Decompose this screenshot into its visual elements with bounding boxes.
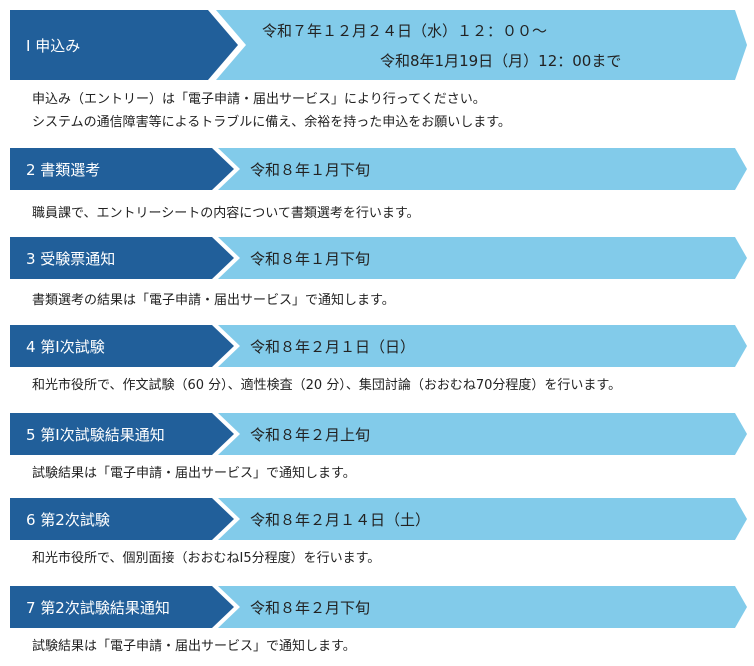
step-6-second-exam: 6 第2次試験 令和８年２月１４日（土） 和光市役所で、個別面接（おおむねⅠ5分… — [10, 498, 747, 570]
step-3-description: 書類選考の結果は「電子申請・届出サービス」で通知します。 — [32, 293, 395, 308]
step-1-application: Ⅰ 申込み 令和７年１２月２４日（水）１２：００～ 令和8年1月19日（月）12… — [10, 10, 747, 134]
step-7-description: 試験結果は「電子申請・届出サービス」で通知します。 — [32, 639, 356, 654]
step-1-description-2: システムの通信障害等によるトラブルに備え、余裕を持った申込をお願いします。 — [32, 115, 511, 130]
step-4-title: 4 第Ⅰ次試験 — [26, 337, 105, 356]
step-5-description: 試験結果は「電子申請・届出サービス」で通知します。 — [32, 466, 356, 481]
step-5-title-arrow — [10, 413, 234, 455]
step-6-title-arrow — [10, 498, 234, 540]
step-3-title: 3 受験票通知 — [26, 249, 116, 268]
step-4-first-exam: 4 第Ⅰ次試験 令和８年２月１日（日） 和光市役所で、作文試験（60 分）、適性… — [10, 325, 747, 397]
step-4-description: 和光市役所で、作文試験（60 分）、適性検査（20 分）、集団討論（おおむね70… — [32, 378, 622, 393]
step-7-title: 7 第2次試験結果通知 — [26, 598, 170, 617]
step-6-description: 和光市役所で、個別面接（おおむねⅠ5分程度）を行います。 — [32, 551, 381, 566]
step-5-title: 5 第Ⅰ次試験結果通知 — [26, 425, 165, 444]
step-1-title: Ⅰ 申込み — [26, 36, 81, 55]
step-4-title-arrow — [10, 325, 234, 367]
step-4-band: 4 第Ⅰ次試験 令和８年２月１日（日） — [10, 325, 747, 367]
step-6-title: 6 第2次試験 — [26, 510, 110, 529]
step-1-title-arrow — [10, 10, 238, 80]
step-1-band: Ⅰ 申込み 令和７年１２月２４日（水）１２：００～ 令和8年1月19日（月）12… — [10, 10, 747, 80]
step-3-title-arrow — [10, 237, 234, 279]
step-7-date: 令和８年２月下旬 — [250, 598, 371, 617]
step-2-band: 2 書類選考 令和８年１月下旬 — [10, 148, 747, 190]
step-3-date: 令和８年１月下旬 — [250, 249, 371, 268]
step-3-admission-ticket: 3 受験票通知 令和８年１月下旬 書類選考の結果は「電子申請・届出サービス」で通… — [10, 237, 747, 312]
step-7-band: 7 第2次試験結果通知 令和８年２月下旬 — [10, 586, 747, 628]
step-6-band: 6 第2次試験 令和８年２月１４日（土） — [10, 498, 747, 540]
step-2-title: 2 書類選考 — [26, 160, 101, 179]
step-7-title-arrow — [10, 586, 234, 628]
step-1-date-end: 令和8年1月19日（月）12：00まで — [380, 52, 622, 70]
step-2-date: 令和８年１月下旬 — [250, 160, 371, 179]
step-5-first-exam-result: 5 第Ⅰ次試験結果通知 令和８年２月上旬 試験結果は「電子申請・届出サービス」で… — [10, 413, 747, 485]
step-7-second-exam-result: 7 第2次試験結果通知 令和８年２月下旬 試験結果は「電子申請・届出サービス」で… — [10, 586, 747, 658]
step-6-date: 令和８年２月１４日（土） — [250, 510, 431, 529]
step-5-band: 5 第Ⅰ次試験結果通知 令和８年２月上旬 — [10, 413, 747, 455]
step-1-description-1: 申込み（エントリー）は「電子申請・届出サービス」により行ってください。 — [32, 92, 486, 107]
step-3-band: 3 受験票通知 令和８年１月下旬 — [10, 237, 747, 279]
step-2-description: 職員課で、エントリーシートの内容について書類選考を行います。 — [32, 206, 420, 221]
step-2-title-arrow — [10, 148, 234, 190]
step-5-date: 令和８年２月上旬 — [250, 425, 371, 444]
step-4-date: 令和８年２月１日（日） — [250, 337, 416, 356]
step-1-date-start: 令和７年１２月２４日（水）１２：００～ — [262, 22, 548, 40]
step-2-screening: 2 書類選考 令和８年１月下旬 職員課で、エントリーシートの内容について書類選考… — [10, 148, 747, 225]
